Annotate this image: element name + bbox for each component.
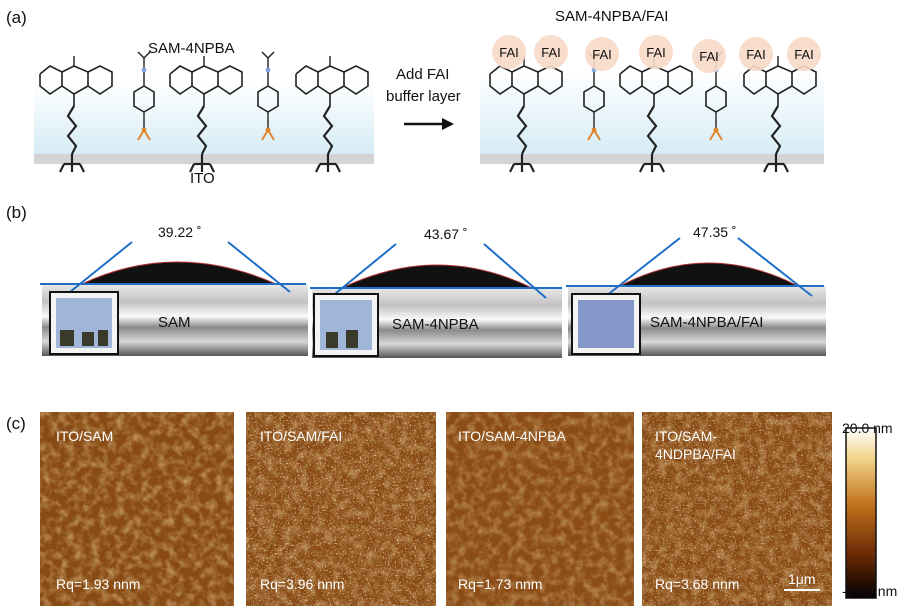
scale-bar-label: 1μm (788, 571, 816, 587)
colorbar-max-label: 20.0 nm (842, 420, 893, 436)
fai-label: FAI (592, 47, 612, 62)
rq-ito-sam-fai: Rq=3.96 nnm (260, 576, 345, 592)
sam-4npba-title: SAM-4NPBA (148, 40, 235, 57)
afm-image-ito-sam-4npba (446, 412, 634, 606)
ito-label: ITO (190, 170, 215, 187)
panel-b-label: (b) (6, 203, 27, 222)
angle-value-sam-4npba: 43.67 ˚ (424, 226, 468, 242)
contact-angle-sam-4npba (310, 243, 562, 358)
fai-label: FAI (541, 45, 561, 60)
afm-label-ito-sam: ITO/SAM (56, 428, 114, 444)
rq-ito-sam: Rq=1.93 nnm (56, 576, 141, 592)
afm-label-ito-sam-4npba: ITO/SAM-4NPBA (458, 428, 566, 444)
fai-label: FAI (794, 47, 814, 62)
fai-bubbles: FAI FAI FAI FAI FAI FAI FAI (492, 35, 821, 73)
fai-label: FAI (499, 45, 519, 60)
contact-angle-sam (40, 241, 308, 356)
sample-name-sam: SAM (158, 314, 191, 331)
colorbar-min-label: -20.0 nm (842, 583, 898, 599)
arrow-text-2: buffer layer (386, 88, 461, 105)
rq-ito-sam-4ndpba-fai: Rq=3.68 nnm (655, 576, 740, 592)
sample-name-sam-4npba-fai: SAM-4NPBA/FAI (650, 314, 764, 331)
fai-label: FAI (646, 45, 666, 60)
afm-images (40, 412, 877, 606)
afm-label-ito-sam-4ndpba-fai-line1: ITO/SAM- (655, 428, 717, 444)
molecular-schematic: FAI FAI FAI FAI FAI FAI FAI (34, 35, 824, 174)
contact-angle-sam-4npba-fai (566, 237, 826, 356)
afm-label-ito-sam-4ndpba-fai-line2: 4NDPBA/FAI (655, 446, 736, 462)
panel-a-label: (a) (6, 8, 27, 27)
height-colorbar (845, 427, 877, 599)
angle-value-sam-4npba-fai: 47.35 ˚ (693, 224, 737, 240)
afm-image-ito-sam-fai (246, 412, 436, 606)
afm-image-ito-sam-4ndpba-fai (642, 412, 832, 606)
afm-image-ito-sam (40, 412, 234, 606)
fai-label: FAI (699, 49, 719, 64)
contact-angle-images (40, 237, 826, 358)
panel-c-label: (c) (6, 414, 26, 433)
angle-value-sam: 39.22 ˚ (158, 224, 202, 240)
afm-label-ito-sam-fai: ITO/SAM/FAI (260, 428, 343, 444)
rq-ito-sam-4npba: Rq=1.73 nnm (458, 576, 543, 592)
sample-name-sam-4npba: SAM-4NPBA (392, 316, 479, 333)
fai-label: FAI (746, 47, 766, 62)
arrow-text-1: Add FAI (396, 66, 450, 83)
sam-4npba-fai-title: SAM-4NPBA/FAI (555, 8, 669, 25)
